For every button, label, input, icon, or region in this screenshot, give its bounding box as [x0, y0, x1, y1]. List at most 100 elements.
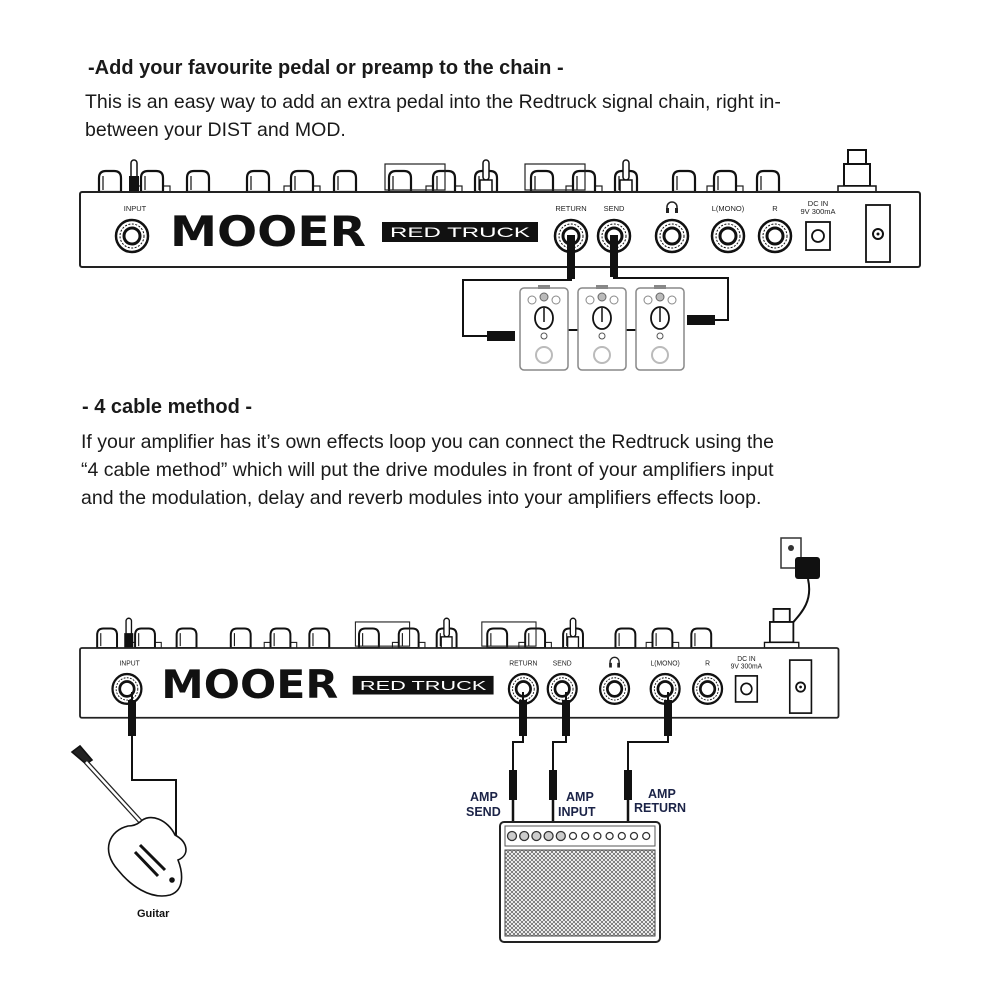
dc-in-label: DC IN	[737, 656, 755, 663]
jack-label-input: INPUT	[120, 661, 141, 668]
jack-r[interactable]	[757, 218, 793, 254]
effects-loop-cables	[462, 235, 729, 341]
amp-knob	[642, 831, 651, 841]
knob[interactable]	[269, 627, 292, 650]
text-line: “4 cable method” which will put the driv…	[81, 459, 774, 481]
jack-label-send: SEND	[604, 204, 625, 213]
amp-knob	[629, 831, 639, 841]
side-port[interactable]	[865, 204, 891, 263]
knob[interactable]	[245, 169, 271, 194]
dc-power-jack[interactable]	[805, 221, 831, 251]
dc-rating-label: 9V 300mA	[800, 207, 835, 216]
knob-row	[97, 159, 781, 194]
svg-text:AMP: AMP	[470, 790, 498, 804]
knob[interactable]	[524, 627, 547, 650]
amp-knob	[506, 830, 518, 842]
toggle-switch[interactable]	[124, 617, 134, 648]
mini-pedal	[635, 285, 685, 371]
mini-pedal	[577, 285, 627, 371]
jack-r[interactable]	[692, 672, 724, 705]
jack-input[interactable]	[114, 218, 150, 254]
section-text-add-pedal: This is an easy way to add an extra peda…	[85, 88, 781, 144]
svg-text:SEND: SEND	[466, 805, 501, 819]
jack-input[interactable]	[111, 672, 143, 705]
knob[interactable]	[139, 169, 165, 194]
knob[interactable]	[96, 627, 119, 650]
jack-return[interactable]	[507, 672, 539, 705]
knob[interactable]	[529, 169, 555, 194]
brand-logo: MOOER	[170, 207, 366, 256]
amp-knob	[617, 831, 626, 841]
knob[interactable]	[289, 169, 315, 194]
dc-power-jack[interactable]	[734, 675, 759, 703]
svg-text:RED TRUCK: RED TRUCK	[360, 678, 487, 693]
knob[interactable]	[571, 169, 597, 194]
jack-lmono[interactable]	[649, 672, 681, 705]
knob[interactable]	[229, 627, 252, 650]
section-text-4-cable: If your amplifier has it’s own effects l…	[81, 428, 774, 512]
amp-knob	[555, 830, 566, 842]
brand-logo: MOOER	[161, 663, 338, 709]
svg-text:AMP: AMP	[648, 787, 676, 801]
jack-label-lmono: L(MONO)	[712, 204, 745, 213]
knob[interactable]	[651, 627, 674, 650]
jack-label-return: RETURN	[555, 204, 586, 213]
knob[interactable]	[486, 627, 509, 650]
section-heading-add-pedal: -Add your favourite pedal or preamp to t…	[88, 57, 564, 79]
dc-rating-label: 9V 300mA	[731, 663, 763, 670]
amp-send-label: AMP SEND	[466, 790, 501, 819]
jack-send[interactable]	[546, 672, 578, 705]
amp-knob	[568, 831, 578, 841]
section-heading-4-cable: - 4 cable method -	[82, 396, 253, 418]
svg-text:INPUT: INPUT	[558, 805, 596, 819]
toggle-switch[interactable]	[566, 617, 580, 649]
mini-pedal	[519, 285, 569, 371]
jack-headphone[interactable]	[598, 672, 631, 705]
amp-knob	[593, 831, 602, 841]
knob[interactable]	[97, 169, 123, 194]
text-line: between your DIST and MOD.	[85, 119, 346, 141]
text-line: This is an easy way to add an extra peda…	[85, 91, 781, 113]
knob[interactable]	[712, 169, 738, 194]
knob[interactable]	[755, 169, 781, 194]
knob[interactable]	[358, 627, 380, 650]
side-port[interactable]	[788, 659, 813, 714]
guitar-label: Guitar	[137, 908, 170, 920]
jack-lmono[interactable]	[710, 218, 746, 254]
mini-pedals	[519, 285, 685, 371]
knob-row	[96, 617, 713, 650]
amp-knob	[543, 830, 554, 842]
toggle-switch[interactable]	[440, 617, 453, 649]
jack-headphone[interactable]	[654, 218, 690, 254]
toggle-switch[interactable]	[479, 159, 493, 193]
knob[interactable]	[185, 169, 211, 194]
amp-knob	[531, 830, 542, 842]
text-line: If your amplifier has it’s own effects l…	[81, 431, 774, 453]
amplifier-illustration	[499, 821, 661, 943]
knob[interactable]	[397, 627, 420, 650]
knob[interactable]	[175, 627, 198, 650]
knob[interactable]	[614, 627, 637, 650]
svg-text:RED TRUCK: RED TRUCK	[390, 224, 531, 240]
jack-label-r: R	[705, 661, 710, 668]
knob[interactable]	[690, 627, 713, 650]
knob[interactable]	[134, 627, 156, 650]
toggle-switch[interactable]	[129, 159, 139, 192]
footswitch[interactable]	[837, 149, 877, 193]
toggle-switch[interactable]	[619, 159, 633, 193]
knob[interactable]	[671, 169, 697, 194]
guitar-illustration	[70, 744, 187, 897]
headphones-icon	[666, 201, 678, 212]
footswitch[interactable]	[763, 608, 800, 649]
jack-label-r: R	[772, 204, 778, 213]
knob[interactable]	[308, 627, 331, 650]
knob[interactable]	[387, 169, 413, 194]
amp-knob	[605, 831, 614, 841]
amp-cables	[128, 692, 672, 840]
knob[interactable]	[431, 169, 457, 194]
jack-label-return: RETURN	[509, 661, 537, 668]
knob[interactable]	[332, 169, 358, 194]
